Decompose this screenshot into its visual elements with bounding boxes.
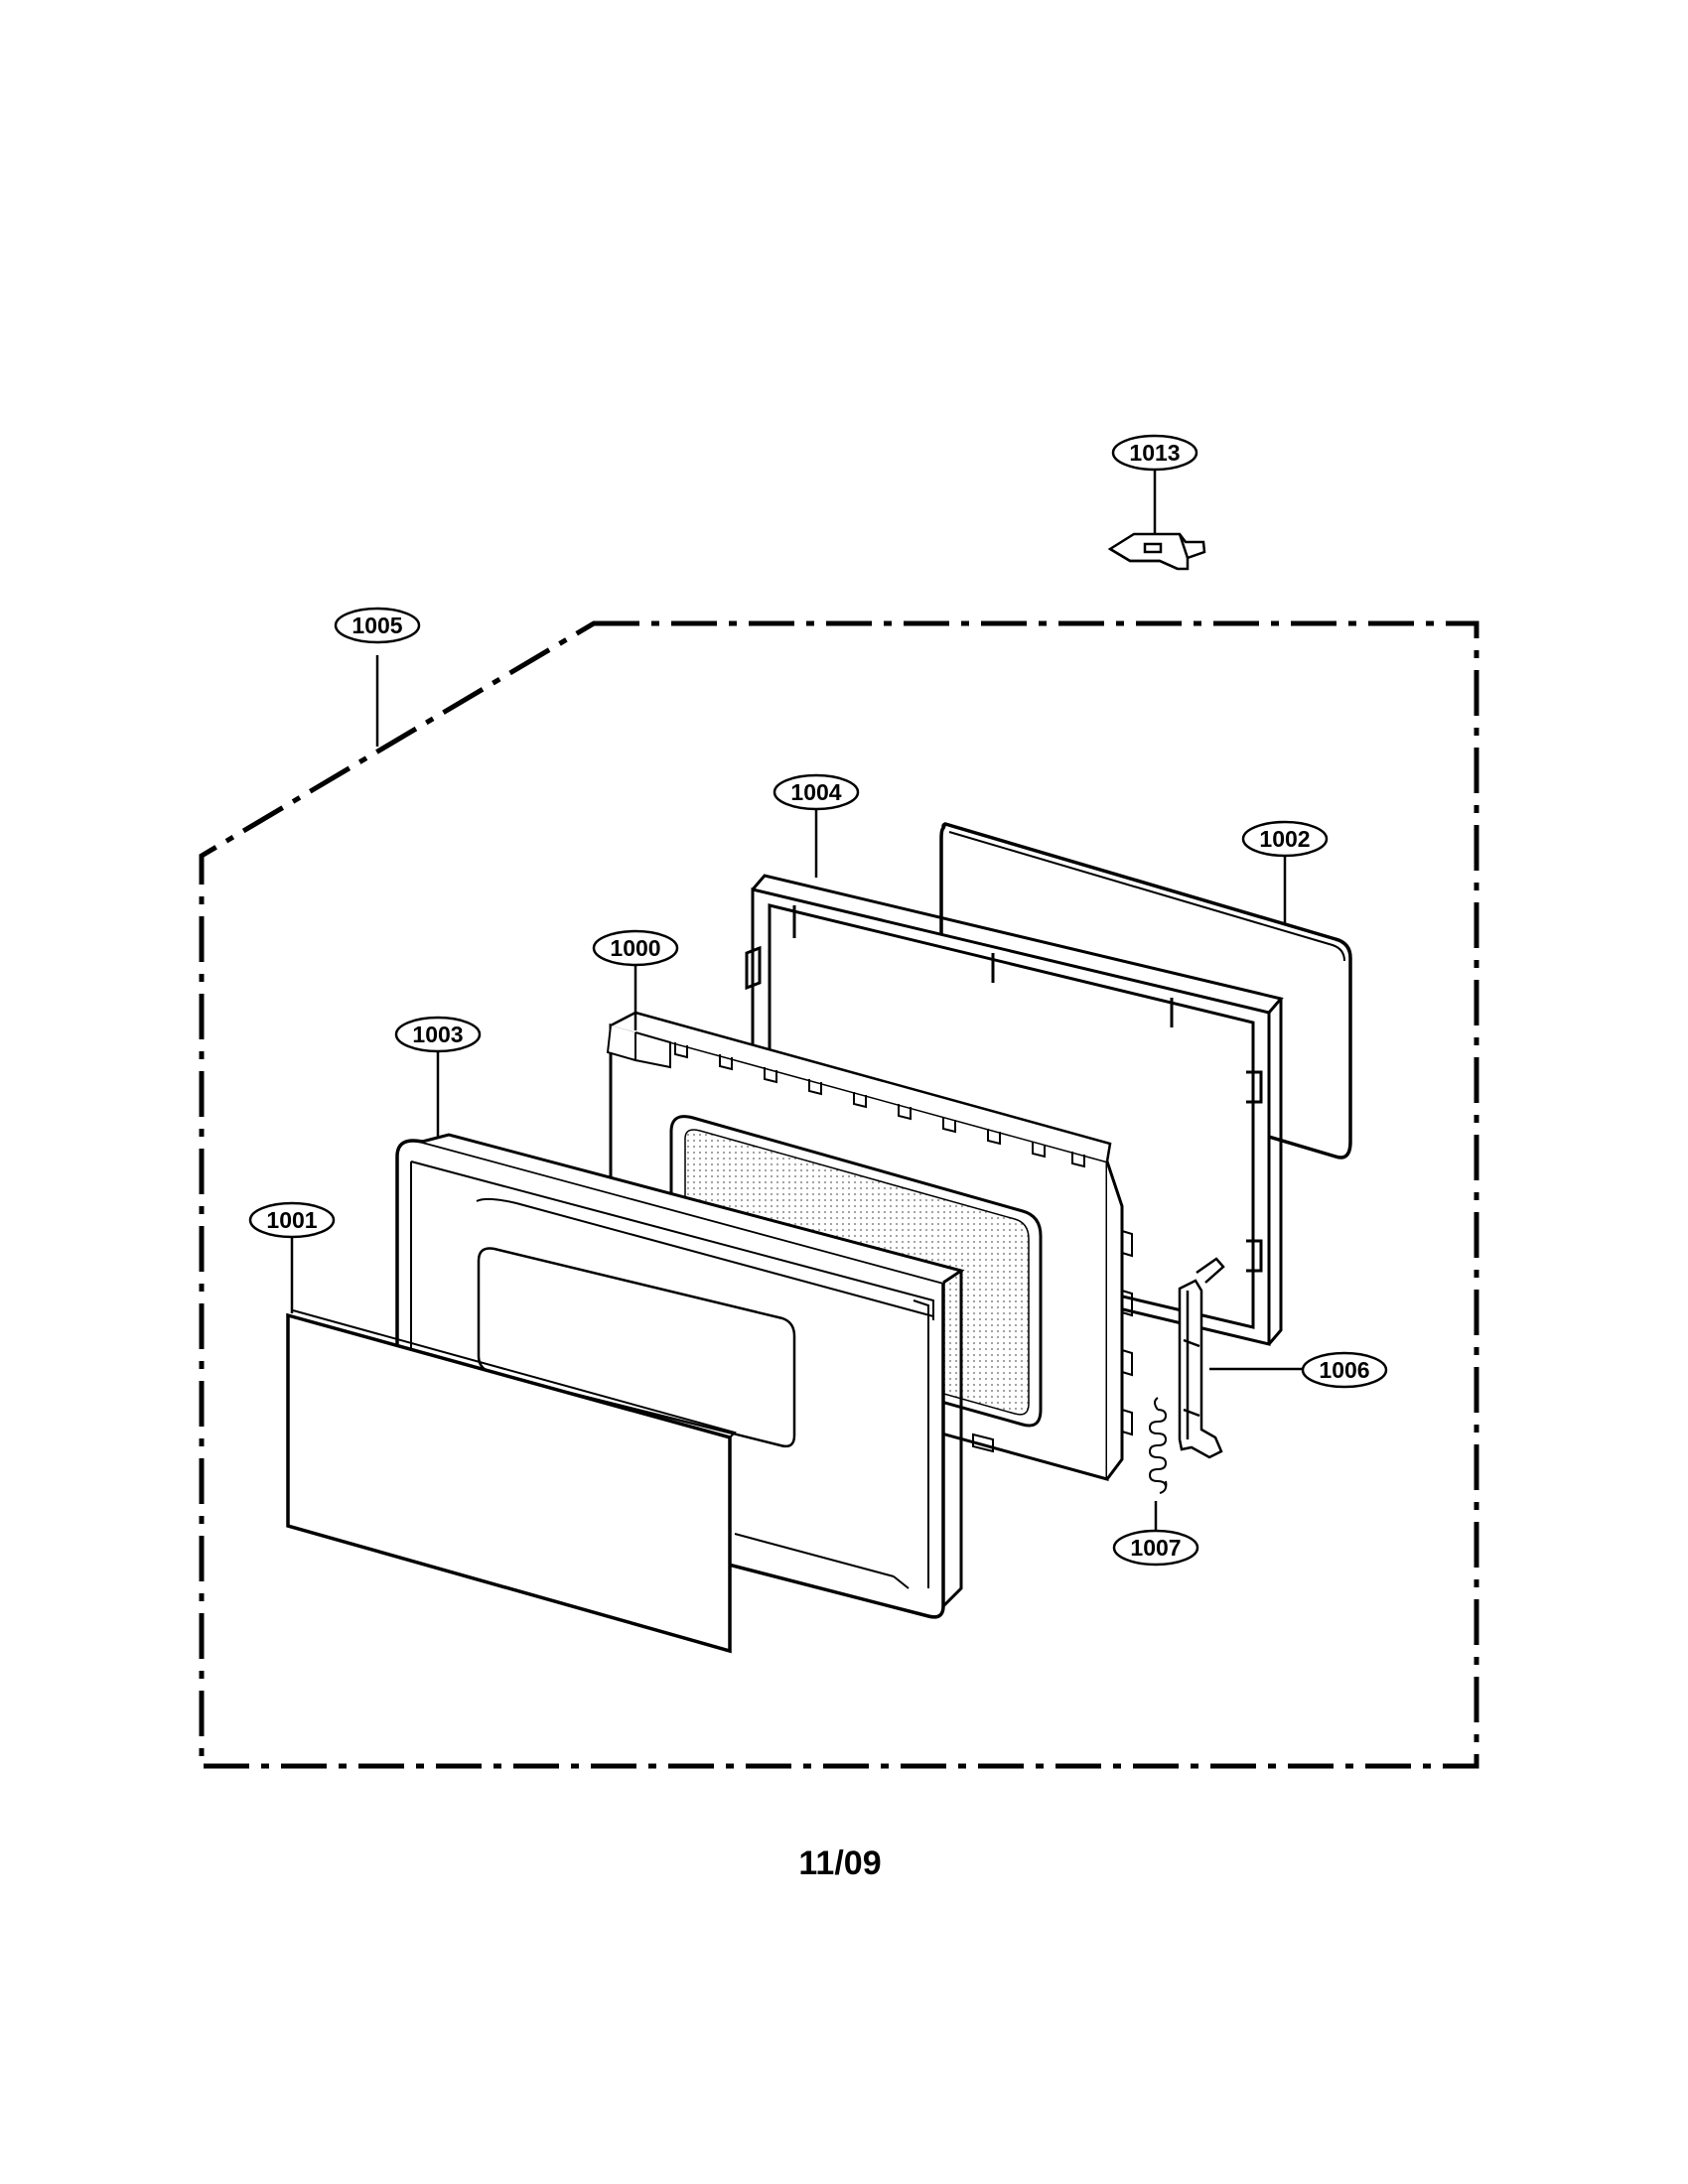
callout-1013-label: 1013 [1129,440,1180,466]
callout-1004-label: 1004 [790,779,841,805]
callout-1000: 1000 [592,929,679,967]
callout-1001-label: 1001 [266,1207,317,1233]
callout-1002-label: 1002 [1259,826,1310,852]
page-footer-code: 11/09 [798,1844,882,1882]
callout-1000-label: 1000 [610,935,660,961]
callout-1006-label: 1006 [1319,1357,1369,1383]
callout-1007: 1007 [1112,1529,1199,1567]
part-1007-spring [1148,1397,1168,1494]
callout-1007-label: 1007 [1130,1535,1181,1561]
callout-1006: 1006 [1301,1351,1388,1389]
callout-1002: 1002 [1241,820,1329,858]
callout-1003: 1003 [394,1016,482,1053]
leader-lines [290,469,1303,1531]
part-1006-hinge [1178,1257,1225,1459]
part-1001-outer-panel [286,1309,737,1654]
callout-1013: 1013 [1111,434,1198,472]
callout-1005-label: 1005 [352,613,402,638]
callout-1004: 1004 [773,773,860,811]
callout-1001: 1001 [248,1201,336,1239]
assembly-boundary [199,620,1479,1769]
part-1013-cap [1107,532,1206,571]
callout-1005: 1005 [334,607,421,644]
callout-1003-label: 1003 [412,1022,463,1047]
